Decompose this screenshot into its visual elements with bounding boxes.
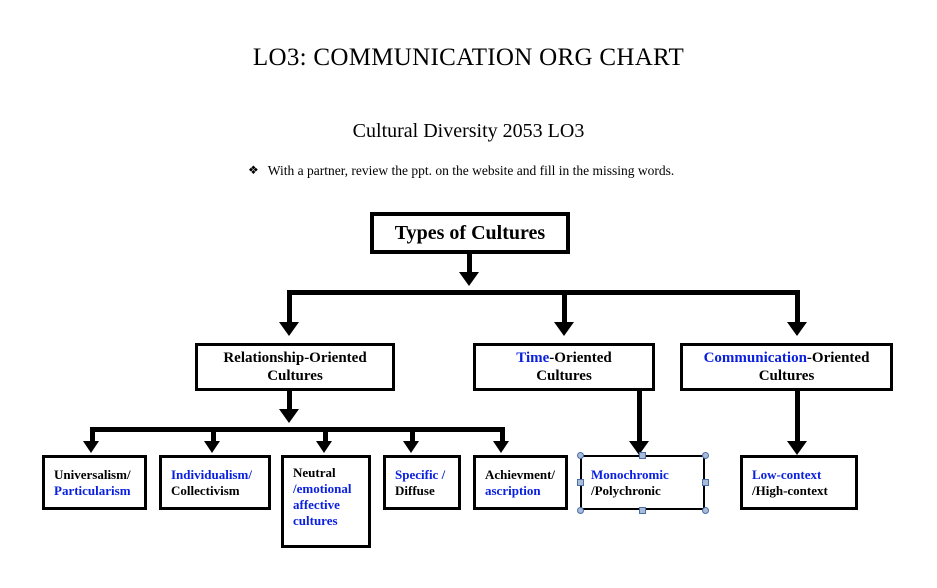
node-label-high-context: /High-context	[752, 482, 828, 498]
node-label-achievment: Achievment/	[485, 466, 556, 482]
connector-drop-achievement	[500, 427, 505, 443]
selection-handle-top-left[interactable]	[577, 452, 584, 459]
node-label-particularism: Particularism	[54, 482, 131, 498]
connector-drop-lowcontext	[795, 391, 800, 443]
selection-handle-middle-left[interactable]	[577, 479, 584, 486]
connector-root-arrow	[459, 272, 479, 286]
connector-drop-relationship	[287, 290, 292, 324]
node-term-communication: Communication	[703, 349, 807, 366]
connector-relationship-stem-arrow	[279, 409, 299, 423]
connector-relationship-stem	[287, 391, 292, 413]
node-individualism-collectivism[interactable]: Individualism/ Collectivism	[159, 455, 271, 510]
node-label-time-line2: Cultures	[536, 368, 592, 384]
connector-bus-level3	[90, 427, 503, 432]
node-label-neutral: Neutral	[293, 465, 336, 480]
connector-drop-specific	[410, 427, 415, 443]
node-neutral-emotional-affective-cultures[interactable]: Neutral /emotional affective cultures	[281, 455, 371, 548]
selection-handle-bottom-center[interactable]	[639, 507, 646, 514]
instruction-bullet: ❖ With a partner, review the ppt. on the…	[248, 163, 848, 180]
node-term-time: Time	[516, 349, 550, 366]
node-label-monochromic: Monochromic	[591, 466, 669, 482]
node-term-relationship: Relationship	[223, 349, 305, 366]
node-label-collectivism: Collectivism	[171, 482, 240, 498]
selection-handle-top-center[interactable]	[639, 452, 646, 459]
selection-handle-bottom-right[interactable]	[702, 507, 709, 514]
node-suffix-relationship: -Oriented	[304, 349, 367, 366]
connector-drop-time	[562, 290, 567, 324]
node-label-communication-line1: Communication-Oriented	[683, 349, 890, 367]
node-specific-diffuse[interactable]: Specific / Diffuse	[383, 455, 461, 510]
node-label-individualism: Individualism/	[171, 466, 252, 482]
selection-handle-top-right[interactable]	[702, 452, 709, 459]
node-label-universalism: Universalism/	[54, 466, 131, 482]
page-subtitle: Cultural Diversity 2053 LO3	[352, 120, 585, 142]
node-label-affective: affective	[293, 496, 340, 512]
connector-arrow-lowcontext	[787, 441, 807, 455]
connector-drop-communication	[795, 290, 800, 324]
selection-handle-middle-right[interactable]	[702, 479, 709, 486]
connector-arrow-communication	[787, 322, 807, 336]
connector-drop-neutral	[323, 427, 328, 443]
connector-arrow-relationship	[279, 322, 299, 336]
node-low-high-context[interactable]: Low-context /High-context	[740, 455, 858, 510]
node-suffix-communication: -Oriented	[806, 349, 870, 366]
instruction-text: With a partner, review the ppt. on the w…	[267, 163, 675, 178]
node-label-communication-line2: Cultures	[758, 368, 815, 384]
node-communication-oriented-cultures[interactable]: Communication-Oriented Cultures	[680, 343, 893, 391]
page-title: LO3: COMMUNICATION ORG CHART	[252, 44, 685, 71]
node-label-relationship-line1: Relationship-Oriented	[198, 349, 392, 367]
node-relationship-oriented-cultures[interactable]: Relationship-Oriented Cultures	[195, 343, 395, 391]
connector-arrow-individualism	[204, 441, 220, 453]
node-label-ascription: ascription	[485, 482, 541, 498]
node-label-emotional: /emotional	[293, 480, 352, 496]
node-label-diffuse: Diffuse	[395, 482, 435, 498]
node-achievement-ascription[interactable]: Achievment/ ascription	[473, 455, 568, 510]
connector-arrow-time	[554, 322, 574, 336]
node-label-time-line1: Time-Oriented	[476, 349, 652, 367]
node-suffix-time: -Oriented	[549, 349, 612, 366]
diamond-bullet-icon: ❖	[248, 163, 259, 177]
node-label-root: Types of Cultures	[394, 221, 546, 244]
connector-drop-universalism	[90, 427, 95, 443]
node-time-oriented-cultures[interactable]: Time-Oriented Cultures	[473, 343, 655, 391]
connector-root-stem	[467, 254, 472, 276]
connector-drop-individualism	[211, 427, 216, 443]
node-label-specific: Specific /	[395, 466, 446, 482]
node-monochromic-polychronic[interactable]: Monochromic /Polychronic	[580, 455, 705, 510]
connector-arrow-specific	[403, 441, 419, 453]
connector-arrow-neutral	[316, 441, 332, 453]
node-universalism-particularism[interactable]: Universalism/ Particularism	[42, 455, 147, 510]
node-label-low-context: Low-context	[752, 466, 822, 482]
connector-arrow-achievement	[493, 441, 509, 453]
connector-bus-level2	[287, 290, 800, 295]
selection-handle-bottom-left[interactable]	[577, 507, 584, 514]
connector-arrow-universalism	[83, 441, 99, 453]
connector-drop-monochromic	[637, 391, 642, 443]
connector-arrow-monochromic	[629, 441, 649, 455]
node-label-relationship-line2: Cultures	[267, 368, 323, 384]
node-types-of-cultures[interactable]: Types of Cultures	[370, 212, 570, 254]
node-label-polychronic: /Polychronic	[591, 482, 661, 498]
node-label-cultures: cultures	[293, 512, 338, 528]
